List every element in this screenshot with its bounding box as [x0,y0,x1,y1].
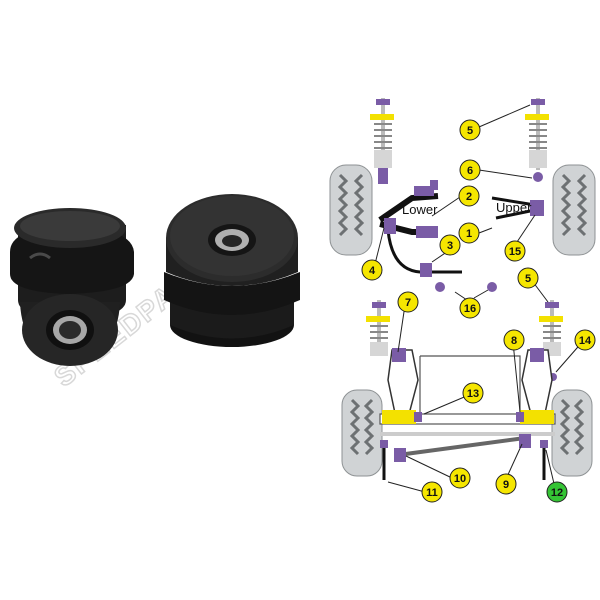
callout: 8 [503,329,525,351]
callout-number: 14 [579,335,592,347]
callout-number: 5 [525,273,531,285]
callout-number: 12 [551,487,563,499]
strut-front-left [370,98,394,184]
callout-number: 8 [511,335,517,347]
callout: 5 [459,119,481,141]
callout: 9 [495,473,517,495]
callout: 3 [439,234,461,256]
callout-number: 16 [464,303,476,315]
callout-number: 13 [467,388,479,400]
callout: 14 [574,329,596,351]
callout: 10 [449,467,471,489]
callout: 1 [458,222,480,244]
bushing-front [10,208,134,366]
callout-highlighted: 12 [546,481,568,503]
callout-number: 9 [503,479,509,491]
anti-roll-bar [384,218,497,292]
strut-rear-left [366,300,390,356]
callout-number: 6 [467,165,473,177]
tyre-rear-left [341,389,383,477]
callout: 5 [517,267,539,289]
suspension-diagram: Lower Upper [329,98,596,503]
callout-number: 7 [405,297,411,309]
callout-number: 2 [466,191,472,203]
callout: 4 [361,259,383,281]
tyre-front-right [552,164,596,256]
callout-number: 11 [426,487,438,499]
callout-number: 4 [369,265,376,277]
rear-links [380,434,548,480]
tyre-rear-right [551,389,593,477]
callout-number: 15 [509,246,521,258]
callout-number: 5 [467,125,473,137]
rear-subframe [379,355,556,436]
callout-number: 1 [466,228,472,240]
upper-label: Upper [496,200,532,215]
callout: 11 [421,481,443,503]
strut-front-right [525,98,549,182]
callout: 13 [462,382,484,404]
callout-number: 10 [454,473,466,485]
lower-label: Lower [402,202,438,217]
rear-knuckles [387,348,553,419]
callout: 16 [459,297,481,319]
callout: 2 [458,185,480,207]
callout: 6 [459,159,481,181]
callout: 7 [397,291,419,313]
upper-arm: Upper [491,196,544,220]
bushing-angled [164,194,300,347]
callout-number: 3 [447,240,453,252]
lower-wishbone: Lower [378,180,439,238]
tyre-front-left [329,164,373,256]
callout: 15 [504,240,526,262]
